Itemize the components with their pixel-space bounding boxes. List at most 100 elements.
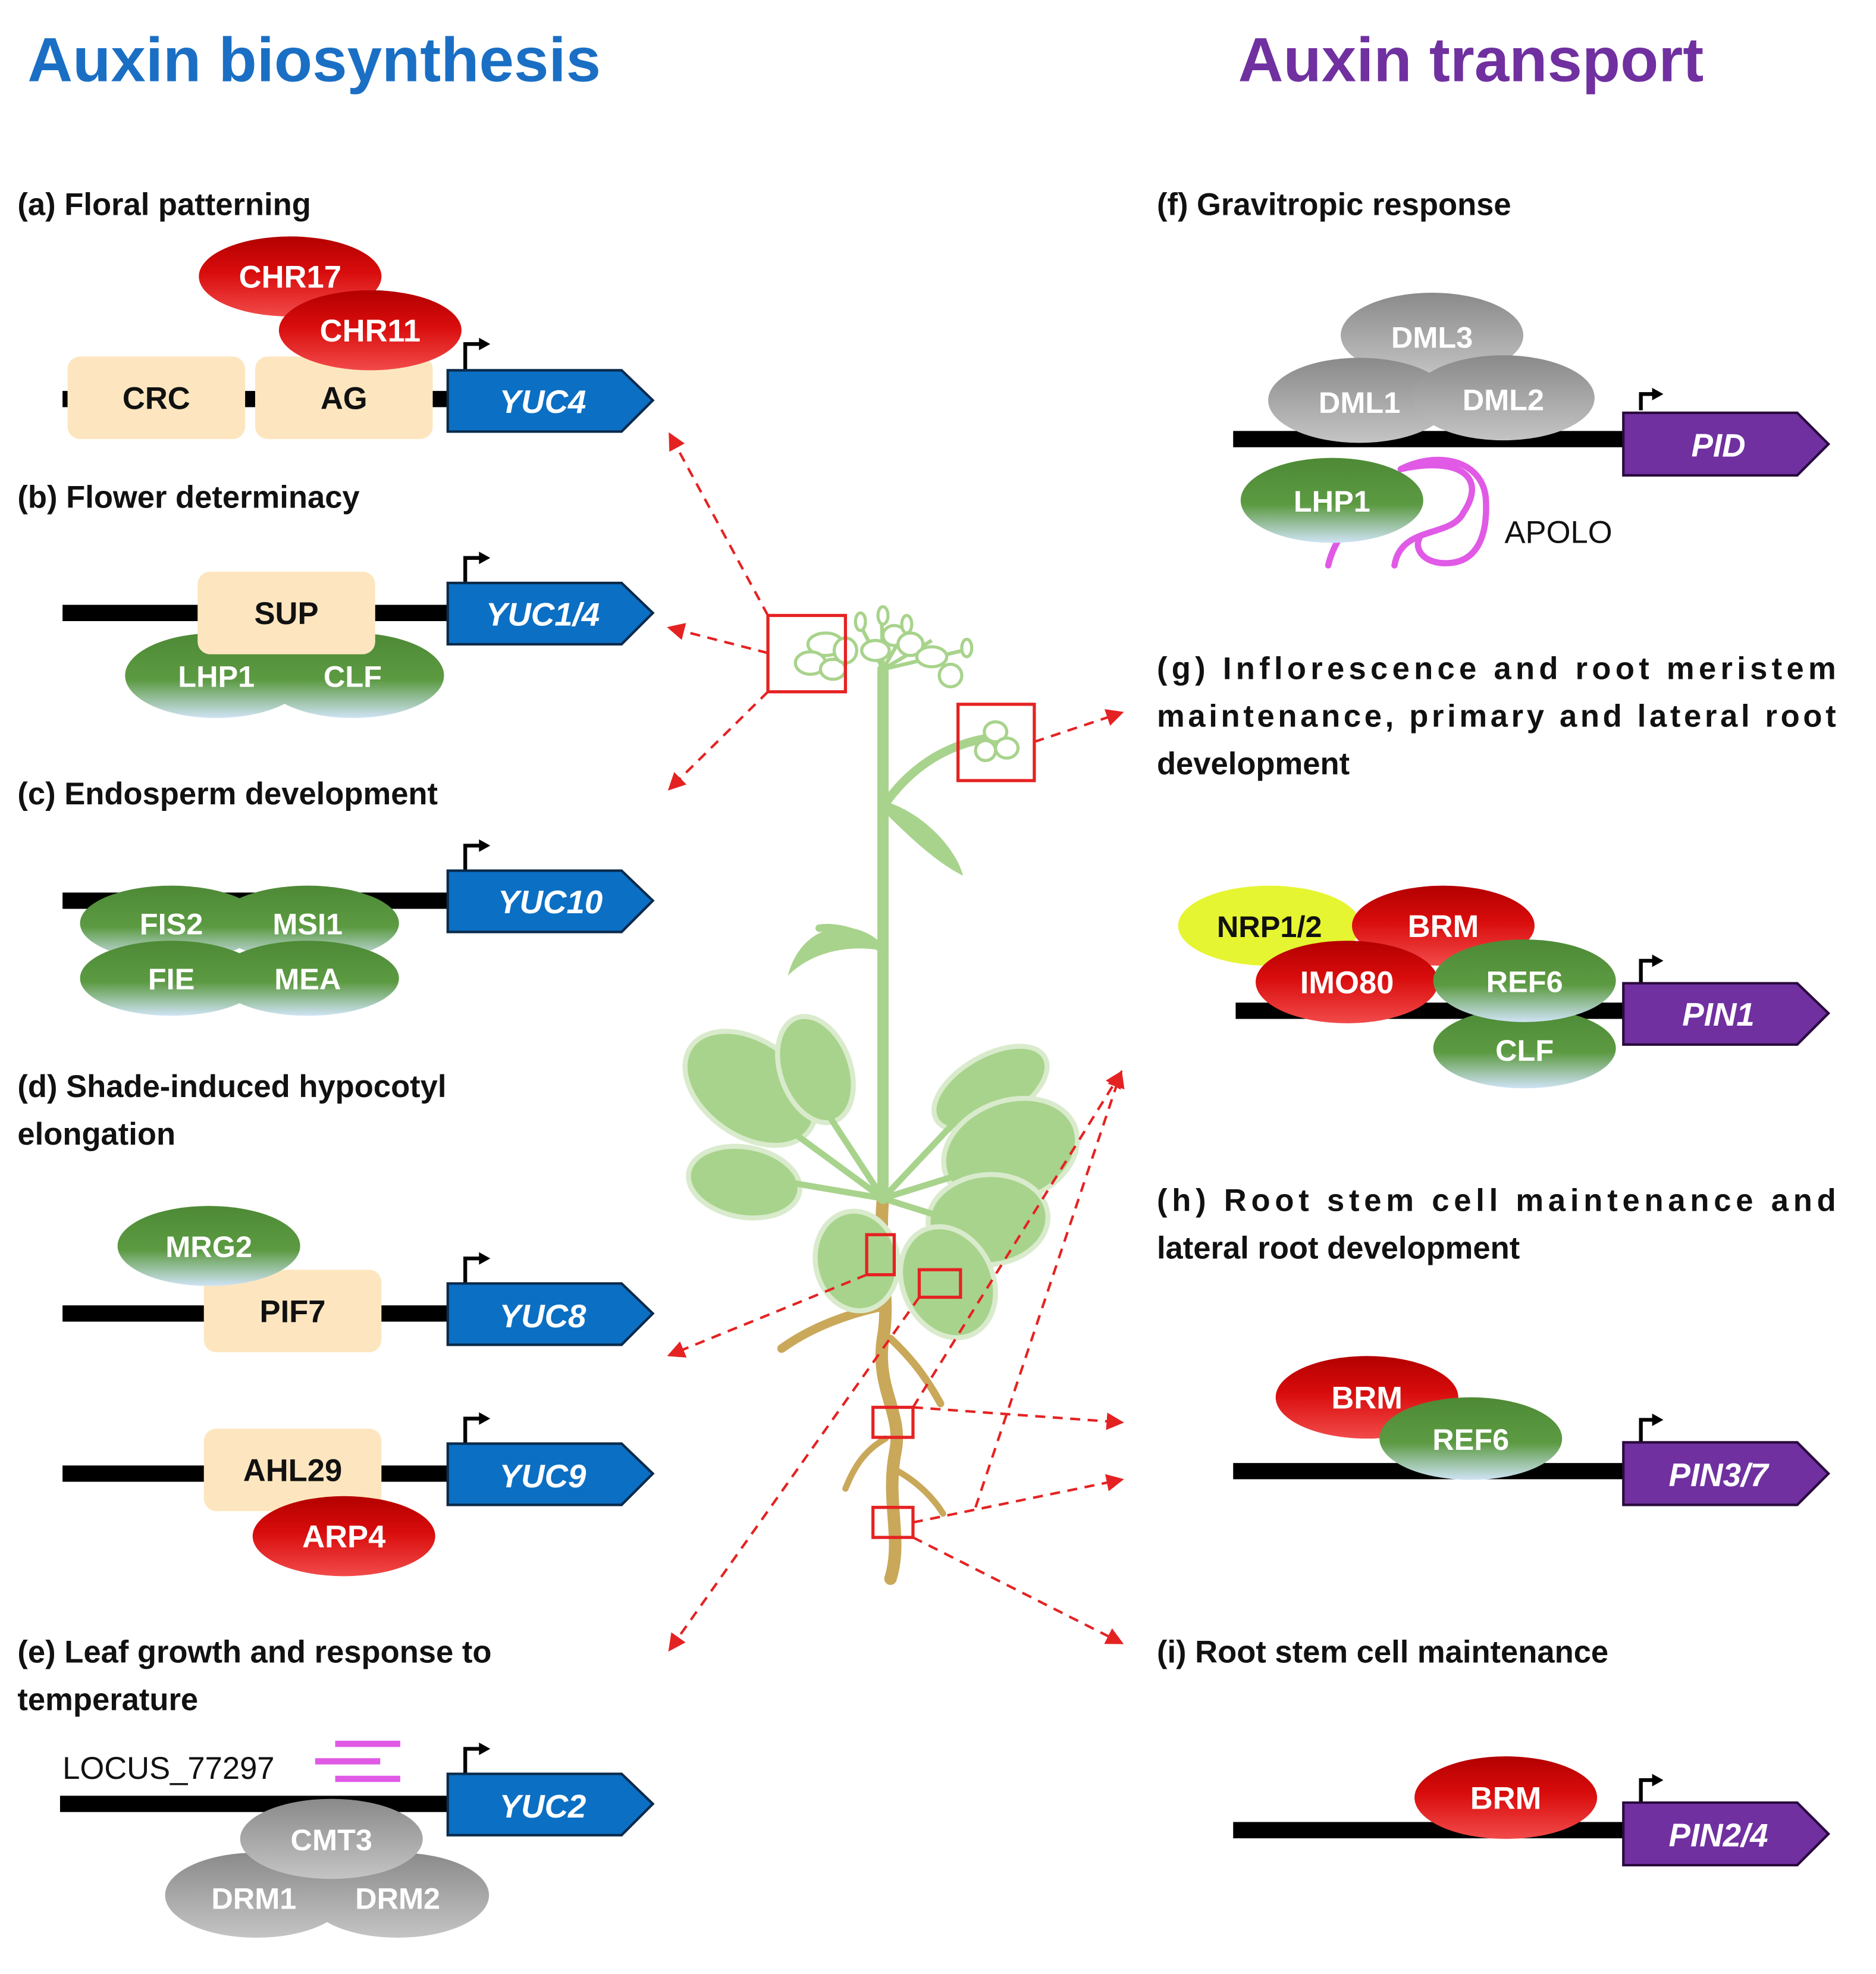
highlight-box — [956, 703, 1036, 782]
gene-pin2-4-label: PIN2/4 — [1669, 1818, 1768, 1854]
gene-yuc2-arrow — [446, 1772, 655, 1837]
connector-arrow — [974, 1070, 1125, 1508]
connector-arrow — [667, 1273, 867, 1358]
cauline-leaves — [788, 800, 964, 976]
msi1-label: MSI1 — [272, 907, 343, 941]
gene-yuc8-label: YUC8 — [500, 1298, 586, 1334]
connector-arrow — [912, 1474, 1124, 1524]
connector-arrow — [667, 623, 768, 654]
gene-pin1-arrow — [1622, 982, 1831, 1046]
dml3-oval — [1341, 293, 1524, 378]
biosynthesis-title: Auxin biosynthesis — [27, 26, 601, 95]
highlight-box — [766, 613, 848, 694]
panel-c-title: (c) Endosperm development — [17, 776, 438, 811]
gene-yuc4-label: YUC4 — [500, 384, 586, 420]
gene-yuc9-label: YUC9 — [500, 1458, 586, 1494]
clf-g-label: CLF — [1495, 1033, 1554, 1067]
connector-arrow — [1034, 709, 1124, 743]
gene-yuc2-label: YUC2 — [500, 1788, 586, 1825]
pif7-label: PIF7 — [260, 1295, 326, 1330]
gene-pin2-4-arrow — [1622, 1801, 1831, 1867]
panel-e-title-line2: temperature — [17, 1682, 198, 1717]
highlight-boxes — [766, 613, 1036, 1539]
msi1-oval — [216, 885, 399, 961]
panel-a-title: (a) Floral patterning — [17, 187, 310, 223]
apolo-label: APOLO — [1505, 515, 1613, 550]
ag-box — [255, 356, 433, 440]
fie-label: FIE — [148, 962, 194, 996]
panel-h-title-line2: lateral root development — [1157, 1230, 1520, 1265]
ahl29-box — [203, 1428, 382, 1512]
panel-a: (a) Floral patterning CRC AG CHR17 CHR11… — [17, 187, 655, 440]
mea-oval — [216, 941, 399, 1016]
ref6-g-label: REF6 — [1486, 964, 1563, 998]
ahl29-label: AHL29 — [243, 1453, 342, 1489]
panel-i-title: (i) Root stem cell maintenance — [1157, 1634, 1608, 1669]
panel-e-title-line1: (e) Leaf growth and response to — [17, 1634, 491, 1669]
gene-yuc10-label: YUC10 — [498, 884, 603, 920]
mrg2-label: MRG2 — [165, 1230, 252, 1264]
lhp1-oval — [1240, 458, 1423, 543]
mea-label: MEA — [274, 962, 341, 996]
lncrna-bars — [315, 1740, 400, 1782]
petioles — [773, 1099, 977, 1223]
panel-f-title: (f) Gravitropic response — [1157, 187, 1511, 223]
panel-d-title-line2: elongation — [17, 1117, 175, 1152]
dml2-label: DML2 — [1463, 383, 1544, 417]
sup-box — [197, 571, 375, 654]
panel-c: (c) Endosperm development FIS2 MSI1 FIE … — [17, 776, 655, 1016]
panel-h: (h) Root stem cell maintenance and later… — [1157, 1183, 1836, 1506]
chr17-label: CHR17 — [239, 260, 341, 295]
gene-yuc9-arrow — [446, 1442, 655, 1506]
transport-title: Auxin transport — [1238, 26, 1704, 95]
panel-f: (f) Gravitropic response DML3 DML1 DML2 … — [1157, 187, 1831, 569]
imo80-label: IMO80 — [1300, 966, 1394, 1001]
gene-pin3-7-arrow — [1622, 1441, 1831, 1506]
connector-arrow — [912, 1536, 1124, 1644]
panel-d-title-line1: (d) Shade-induced hypocotyl — [17, 1069, 446, 1104]
arp4-oval — [252, 1496, 435, 1577]
brm-i-label: BRM — [1470, 1781, 1542, 1816]
ref6-oval — [1433, 939, 1616, 1022]
ref6-h-label: REF6 — [1432, 1422, 1509, 1456]
gene-pin3-7-label: PIN3/7 — [1669, 1457, 1770, 1493]
connector-arrows — [667, 432, 1125, 1652]
lhp1-label: LHP1 — [178, 659, 255, 693]
fis2-oval — [80, 885, 263, 961]
gene-pin1-label: PIN1 — [1682, 997, 1755, 1033]
gene-yuc8-arrow — [446, 1282, 655, 1346]
connector-arrow — [912, 1406, 1124, 1430]
gene-yuc4-arrow — [446, 369, 655, 433]
connector-arrow — [912, 1070, 1123, 1408]
tss-arrow — [463, 342, 484, 371]
panel-g-title-line3: development — [1157, 747, 1350, 782]
highlight-box — [917, 1268, 962, 1299]
panel-g-title-line1: (g) Inflorescence and root meristem — [1157, 651, 1836, 687]
panel-i: (i) Root stem cell maintenance BRM PIN2/… — [1157, 1634, 1831, 1867]
mrg2-oval — [117, 1205, 300, 1286]
cmt3-label: CMT3 — [291, 1823, 372, 1857]
connector-arrow — [668, 1296, 921, 1652]
brm-g-label: BRM — [1408, 909, 1479, 944]
locus-label: LOCUS_77297 — [62, 1751, 274, 1786]
gene-pid-arrow — [1622, 411, 1831, 477]
clf-oval — [1433, 1008, 1616, 1089]
gene-yuc1-4-label: YUC1/4 — [486, 596, 600, 632]
clf-label: CLF — [324, 659, 382, 693]
panel-h-title-line1: (h) Root stem cell maintenance and — [1157, 1183, 1836, 1218]
highlight-box — [865, 1233, 896, 1277]
chr11-oval — [278, 290, 462, 371]
highlight-box — [871, 1405, 915, 1439]
fis2-label: FIS2 — [140, 907, 203, 941]
cmt3-oval — [240, 1798, 423, 1879]
sup-label: SUP — [254, 596, 318, 631]
dml3-label: DML3 — [1391, 321, 1473, 355]
panel-e: (e) Leaf growth and response to temperat… — [17, 1634, 655, 1938]
dml1-oval — [1268, 358, 1451, 443]
ag-label: AG — [321, 381, 368, 416]
fie-oval — [80, 941, 263, 1016]
panel-b-title: (b) Flower determinacy — [17, 480, 359, 515]
connector-arrow — [669, 432, 769, 616]
crc-label: CRC — [123, 381, 190, 416]
imo80-oval — [1256, 941, 1439, 1023]
